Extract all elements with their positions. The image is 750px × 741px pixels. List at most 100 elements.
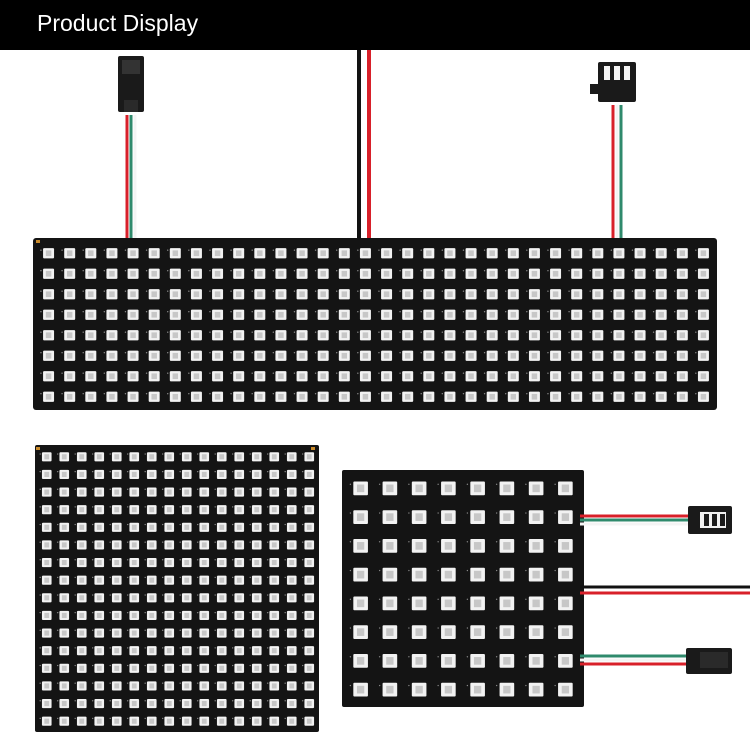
led-chip — [679, 352, 686, 359]
capacitor-dot — [144, 682, 146, 684]
capacitor-dot — [209, 372, 211, 374]
led-cell — [272, 350, 287, 361]
capacitor-dot — [188, 270, 190, 272]
led-chip — [473, 599, 482, 608]
led-cell — [40, 391, 55, 402]
led-chip — [306, 489, 312, 495]
led-cell — [249, 557, 262, 568]
capacitor-dot — [266, 576, 269, 579]
led-cell — [91, 452, 105, 462]
led-cell — [378, 682, 398, 697]
capacitor-dot — [378, 569, 381, 572]
led-chip — [386, 570, 394, 579]
led-cell — [349, 625, 368, 639]
led-chip — [356, 542, 365, 550]
capacitor-dot — [209, 290, 211, 292]
led-chip — [532, 599, 540, 608]
led-chip — [552, 291, 559, 298]
led-cell — [214, 646, 227, 656]
capacitor-dot — [251, 311, 253, 313]
capacitor-dot — [144, 523, 146, 526]
led-cell — [214, 540, 227, 550]
capacitor-dot — [209, 311, 211, 313]
capacitor-dot — [126, 647, 129, 649]
led-cell — [109, 646, 122, 656]
led-chip — [356, 685, 365, 694]
led-chip — [532, 513, 540, 521]
led-cell — [126, 575, 140, 585]
led-chip — [257, 270, 263, 277]
capacitor-dot — [610, 311, 613, 313]
led-cell — [251, 330, 266, 341]
plug-pin — [604, 66, 610, 80]
led-chip — [271, 612, 277, 619]
capacitor-dot — [40, 393, 42, 395]
capacitor-dot — [91, 647, 94, 649]
capacitor-dot — [505, 290, 507, 292]
pad-marker — [36, 240, 40, 243]
led-chip — [130, 250, 136, 257]
led-cell — [231, 522, 245, 532]
led-chip — [254, 595, 260, 601]
led-chip — [109, 270, 115, 277]
led-chip — [130, 291, 136, 298]
led-cell — [196, 646, 210, 656]
led-cell — [357, 371, 371, 382]
led-chip — [184, 559, 190, 566]
led-cell — [179, 628, 192, 638]
capacitor-dot — [554, 598, 556, 600]
led-cell — [109, 698, 122, 709]
led-cell — [378, 539, 398, 553]
led-cell — [91, 575, 105, 585]
plug-face — [700, 652, 728, 668]
capacitor-dot — [589, 372, 591, 374]
led-cell — [568, 268, 583, 279]
capacitor-dot — [74, 488, 76, 490]
led-chip — [184, 612, 190, 619]
led-chip — [131, 489, 137, 495]
led-chip — [700, 250, 707, 257]
capacitor-dot — [56, 453, 59, 455]
led-chip — [616, 373, 622, 380]
capacitor-dot — [144, 594, 146, 596]
led-chip — [444, 628, 453, 636]
led-chip — [356, 484, 365, 493]
led-cell — [408, 481, 427, 496]
led-cell — [39, 540, 52, 550]
led-cell — [526, 391, 540, 402]
square-panel-8x8 — [342, 470, 584, 707]
led-chip — [306, 542, 312, 548]
capacitor-dot — [82, 290, 84, 292]
led-chip — [214, 332, 221, 339]
led-cell — [466, 682, 485, 697]
capacitor-dot — [126, 611, 129, 614]
led-chip — [341, 352, 348, 359]
led-cell — [420, 248, 435, 259]
led-chip — [201, 454, 207, 460]
led-chip — [88, 332, 94, 339]
led-chip — [383, 270, 390, 277]
led-chip — [637, 332, 643, 339]
led-cell — [568, 391, 583, 402]
capacitor-dot — [251, 393, 253, 395]
led-chip — [531, 291, 538, 298]
capacitor-dot — [126, 717, 129, 720]
led-cell — [214, 452, 227, 462]
capacitor-dot — [441, 372, 444, 374]
led-cell — [631, 391, 646, 402]
capacitor-dot — [462, 270, 465, 272]
led-cell — [231, 469, 245, 480]
led-cell — [231, 593, 245, 603]
capacitor-dot — [179, 629, 181, 631]
led-cell — [161, 505, 175, 515]
led-chip — [468, 393, 474, 400]
capacitor-dot — [695, 270, 697, 272]
led-cell — [61, 371, 76, 382]
capacitor-dot — [196, 594, 199, 596]
led-cell — [462, 289, 477, 300]
led-chip — [415, 542, 423, 550]
led-cell — [214, 575, 227, 585]
led-cell — [196, 505, 210, 515]
led-cell — [214, 663, 227, 673]
led-cell — [109, 522, 122, 532]
